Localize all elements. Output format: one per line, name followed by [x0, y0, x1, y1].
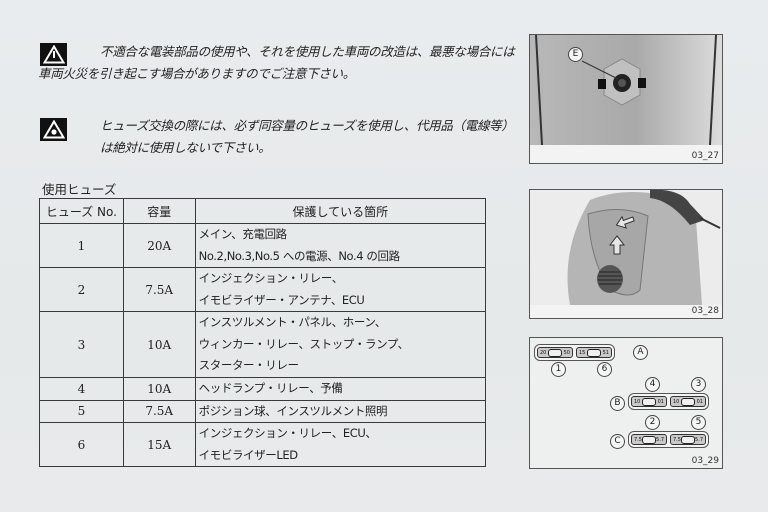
fuse-2: 7.5 5.7: [631, 434, 667, 445]
fuse-window: [681, 397, 695, 406]
protects-line: イモビライザー・アンテナ、ECU: [198, 292, 365, 307]
fuse-table: ヒューズ No. 容量 保護している箇所 1 20A メイン、充電回路 No.2…: [39, 198, 487, 467]
table-row: 6 15A インジェクション・リレー、ECU、 イモビライザーLED: [39, 422, 487, 467]
fuse-protects: ヘッドランプ・リレー、予備: [194, 377, 487, 401]
fuse-window: [642, 397, 656, 406]
fuse-no: 2: [39, 267, 124, 312]
scooter-photo: [530, 190, 722, 318]
fuse-rating-inverted: 01: [657, 398, 664, 405]
warning-text-line: 不適合な電装部品の使用や、それを使用した車両の改造は、最悪な場合には: [100, 44, 515, 59]
protects-line: ポジション球、インスツルメント照明: [198, 403, 388, 418]
fuse-capacity: 10A: [122, 311, 196, 378]
fuse-table-title: 使用ヒューズ: [42, 182, 117, 197]
figure-fuse-cover-screw: E 03_27: [529, 34, 723, 164]
fuse-rating-inverted: 50: [563, 349, 570, 356]
fuse-rating: 20: [540, 349, 547, 356]
fuse-number-3: 3: [691, 377, 706, 392]
table-row: 2 7.5A インジェクション・リレー、 イモビライザー・アンテナ、ECU: [39, 267, 487, 312]
protects-line: インジェクション・リレー、: [198, 271, 344, 285]
fuse-capacity: 7.5A: [122, 399, 196, 423]
group-label-a: A: [633, 345, 648, 360]
caution-eye-triangle-icon: [40, 118, 67, 141]
fuse-protects: インジェクション・リレー、 イモビライザー・アンテナ、ECU: [194, 267, 487, 312]
fuse-window: [587, 348, 601, 357]
protects-line: No.2,No.3,No.5 への電源、No.4 の回路: [198, 248, 400, 263]
fuse-4: 10 01: [631, 396, 667, 407]
figure-caption: 03_29: [691, 456, 719, 466]
fuse-group-b: 10 01 10 01: [628, 393, 709, 410]
figure-caption: 03_28: [691, 306, 719, 316]
fuse-rating: 10: [673, 398, 680, 405]
callout-label: E: [568, 47, 583, 62]
fuse-capacity: 15A: [122, 422, 196, 467]
fuse-no: 5: [39, 399, 124, 423]
fuse-window: [548, 348, 562, 357]
fuse-number-6: 6: [597, 362, 612, 377]
header-fuse-no: ヒューズ No.: [39, 198, 124, 224]
warning-text-line: 車両火災を引き起こす場合がありますのでご注意下さい。: [38, 66, 355, 81]
fuse-rating: 10: [634, 398, 641, 405]
fuse-protects: メイン、充電回路 No.2,No.3,No.5 への電源、No.4 の回路: [194, 223, 487, 268]
group-label-b: B: [610, 396, 625, 411]
fuse-protects: インジェクション・リレー、ECU、 イモビライザーLED: [194, 422, 487, 467]
fuse-number-1: 1: [551, 362, 566, 377]
cover-photo: [530, 35, 722, 163]
fuse-rating-inverted: 5.7: [695, 436, 703, 443]
fire-hazard-warning: 不適合な電装部品の使用や、それを使用した車両の改造は、最悪な場合には 車両火災を…: [38, 43, 515, 81]
fuse-no: 1: [39, 223, 124, 268]
fuse-no: 4: [39, 377, 124, 401]
fuse-window: [681, 435, 695, 444]
header-capacity: 容量: [122, 198, 196, 224]
fuse-capacity: 7.5A: [122, 267, 196, 312]
caution-text-line: ヒューズ交換の際には、必ず同容量のヒューズを使用し、代用品（電線等）: [100, 118, 514, 133]
fuse-5: 7.5 5.7: [670, 434, 706, 445]
protects-line: メイン、充電回路: [198, 227, 288, 241]
fuse-no: 6: [39, 422, 124, 467]
fuse-3: 10 01: [670, 396, 706, 407]
fuse-replacement-caution: ヒューズ交換の際には、必ず同容量のヒューズを使用し、代用品（電線等） は絶対に使…: [40, 118, 514, 155]
figure-caption: 03_27: [691, 151, 719, 161]
fuse-rating-inverted: 01: [696, 398, 703, 405]
warning-triangle-icon: [40, 43, 67, 66]
fuse-rating: 15: [579, 349, 586, 356]
fuse-number-5: 5: [691, 415, 706, 430]
header-protects: 保護している箇所: [194, 198, 487, 224]
fuse-group-c: 7.5 5.7 7.5 5.7: [628, 431, 709, 448]
table-row: 5 7.5A ポジション球、インスツルメント照明: [39, 399, 487, 423]
protects-line: ヘッドランプ・リレー、予備: [198, 381, 343, 395]
fuse-number-2: 2: [645, 415, 660, 430]
fuse-protects: ポジション球、インスツルメント照明: [194, 399, 487, 423]
table-row: 4 10A ヘッドランプ・リレー、予備: [39, 377, 487, 401]
fuse-number-4: 4: [645, 377, 660, 392]
protects-line: インジェクション・リレー、ECU、: [198, 426, 377, 440]
protects-line: インスツルメント・パネル、ホーン、: [198, 315, 387, 330]
table-row: 3 10A インスツルメント・パネル、ホーン、 ウィンカー・リレー、ストップ・ラ…: [39, 311, 487, 378]
table-header-row: ヒューズ No. 容量 保護している箇所: [39, 198, 487, 224]
fuse-no: 3: [39, 311, 124, 378]
fuse-capacity: 10A: [122, 377, 196, 401]
fuse-rating-inverted: 5.7: [656, 436, 664, 443]
caution-text-line: は絶対に使用しないで下さい。: [100, 140, 271, 155]
fuse-rating: 7.5: [634, 436, 642, 443]
fuse-capacity: 20A: [122, 223, 196, 268]
group-label-c: C: [610, 434, 625, 449]
fuse-window: [642, 435, 656, 444]
fuse-protects: インスツルメント・パネル、ホーン、 ウィンカー・リレー、ストップ・ランプ、 スタ…: [194, 311, 487, 378]
fuse-rating-inverted: 51: [602, 349, 609, 356]
table-row: 1 20A メイン、充電回路 No.2,No.3,No.5 への電源、No.4 …: [39, 223, 487, 268]
figure-scooter-front-panel: 03_28: [529, 189, 723, 319]
protects-line: スターター・リレー: [198, 358, 299, 373]
protects-line: イモビライザーLED: [198, 447, 298, 462]
protects-line: ウィンカー・リレー、ストップ・ランプ、: [198, 336, 409, 351]
fuse-rating: 7.5: [673, 436, 681, 443]
